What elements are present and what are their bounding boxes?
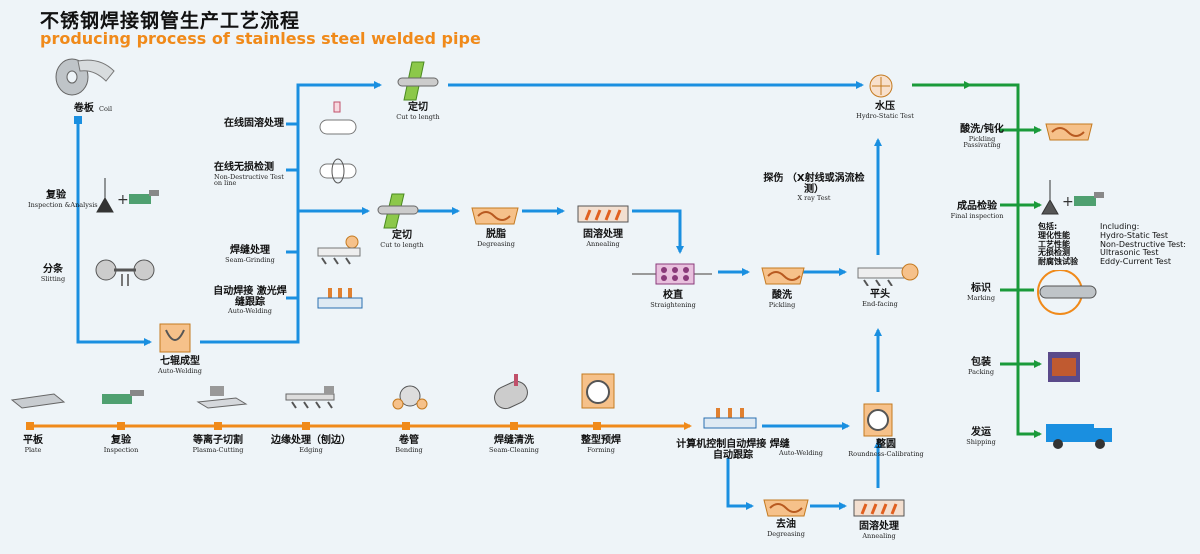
- diagram-title: 不锈钢焊接钢管生产工艺流程: [40, 10, 301, 32]
- including-list-en: Including: Hydro-Static Test Non-Destruc…: [1100, 222, 1186, 267]
- annealing-bottom-icon: [853, 499, 905, 517]
- marking-label: 标识 Marking: [966, 283, 995, 302]
- plate-icon: [10, 393, 66, 409]
- annealing-mid-icon: [577, 205, 629, 223]
- straightening-icon: [632, 263, 712, 285]
- plasma-cutting-label: 等离子切割 Plasma-Cutting: [192, 435, 244, 454]
- cut-top-label: 定切 Cut to length: [396, 102, 440, 121]
- inspection-bottom-label: 复验 Inspection: [103, 435, 139, 454]
- forming-icon: [581, 373, 615, 409]
- bending-icon: [392, 385, 428, 410]
- edging-icon: [285, 386, 335, 409]
- shipping-label: 发运 Shipping: [966, 427, 996, 446]
- end-facing-label: 平头 End-facing: [862, 289, 898, 308]
- online-ndt-label: 在线无损检测 Non-Destructive Test on line: [214, 162, 284, 188]
- pickling-mid-icon: [761, 267, 805, 285]
- shipping-truck-icon: [1046, 424, 1112, 449]
- packing-label: 包装 Packing: [968, 357, 994, 376]
- plate-label: 平板 Plate: [23, 435, 43, 454]
- hydro-label: 水压 Hydro-Static Test: [856, 101, 914, 120]
- annealing-bottom-label: 固溶处理 Annealing: [859, 521, 899, 540]
- svg-text:+: +: [1062, 194, 1074, 210]
- slitting-label: 分条 Slitting: [40, 264, 66, 283]
- degreasing-bottom-icon: [763, 499, 809, 517]
- degreasing-mid-icon: [471, 207, 519, 225]
- pickling-passivating-icon: [1045, 123, 1093, 141]
- roundness-icon: [863, 403, 893, 437]
- forming-rolls-icon: [159, 323, 191, 353]
- inspection-analysis-label: 复验 Inspection &Analysis: [28, 190, 98, 209]
- roundness-label: 整圆 Roundness-Calibrating: [848, 439, 924, 458]
- online-ndt-icon: [319, 158, 357, 184]
- final-inspection-icon: +: [1041, 180, 1104, 215]
- inspection-analysis-icon: +: [96, 178, 159, 213]
- slitting-icon: [95, 259, 155, 286]
- seam-grinding-label: 焊缝处理 Seam-Grinding: [225, 245, 275, 264]
- annealing-mid-label: 固溶处理 Annealing: [583, 229, 623, 248]
- cut-mid-label: 定切 Cut to length: [380, 230, 424, 249]
- marking-icon: [1037, 270, 1097, 315]
- xray-label: 探伤 （X射线或涡流检测） X ray Test: [763, 173, 865, 202]
- degreasing-bottom-label: 去油 Degreasing: [767, 519, 805, 538]
- including-list-zh: 包括: 理化性能 工艺性能 无损检测 耐腐蚀试验: [1038, 222, 1078, 267]
- pickling-mid-label: 酸洗 Pickling: [768, 290, 796, 309]
- auto-welding-icon: [317, 288, 363, 309]
- computer-welding-icon: [703, 408, 757, 429]
- online-solution-icon: [319, 101, 357, 135]
- plasma-cutting-icon: [196, 386, 248, 409]
- cut-mid-icon: [377, 193, 419, 229]
- computer-welding-en: Auto-Welding: [779, 449, 823, 457]
- online-solution-label: 在线固溶处理: [224, 118, 284, 129]
- end-facing-icon: [857, 263, 919, 286]
- straightening-label: 校直 Straightening: [650, 290, 696, 309]
- pickling-passivating-label: 酸洗/钝化 Pickling Passivating: [960, 124, 1004, 150]
- edging-label: 边缘处理（刨边） Edging: [271, 435, 351, 454]
- forming-label: 整型预焊 Forming: [581, 435, 621, 454]
- seam-cleaning-icon: [494, 374, 528, 410]
- degreasing-mid-label: 脱脂 Degreasing: [477, 229, 515, 248]
- inspection-bottom-icon: [102, 390, 144, 404]
- seam-cleaning-label: 焊缝清洗 Seam-Cleaning: [489, 435, 539, 454]
- coil-label: 卷板 Coil: [73, 103, 113, 114]
- coil-icon: [55, 58, 115, 96]
- svg-text:+: +: [117, 192, 129, 208]
- hydro-test-icon: [869, 74, 893, 98]
- final-inspection-label: 成品检验 Final inspection: [950, 201, 1004, 220]
- auto-welding-label: 自动焊接 激光焊缝跟踪 Auto-Welding: [213, 286, 287, 315]
- diagram-subtitle: producing process of stainless steel wel…: [40, 29, 481, 48]
- forming-rolls-label: 七辊成型 Auto-Welding: [158, 356, 202, 375]
- bending-label: 卷管 Bending: [395, 435, 423, 454]
- seam-grinding-icon: [317, 235, 361, 265]
- computer-welding-label: 计算机控制自动焊接 焊缝自动跟踪: [676, 439, 790, 461]
- cut-top-icon: [397, 61, 439, 101]
- packing-icon: [1048, 352, 1080, 382]
